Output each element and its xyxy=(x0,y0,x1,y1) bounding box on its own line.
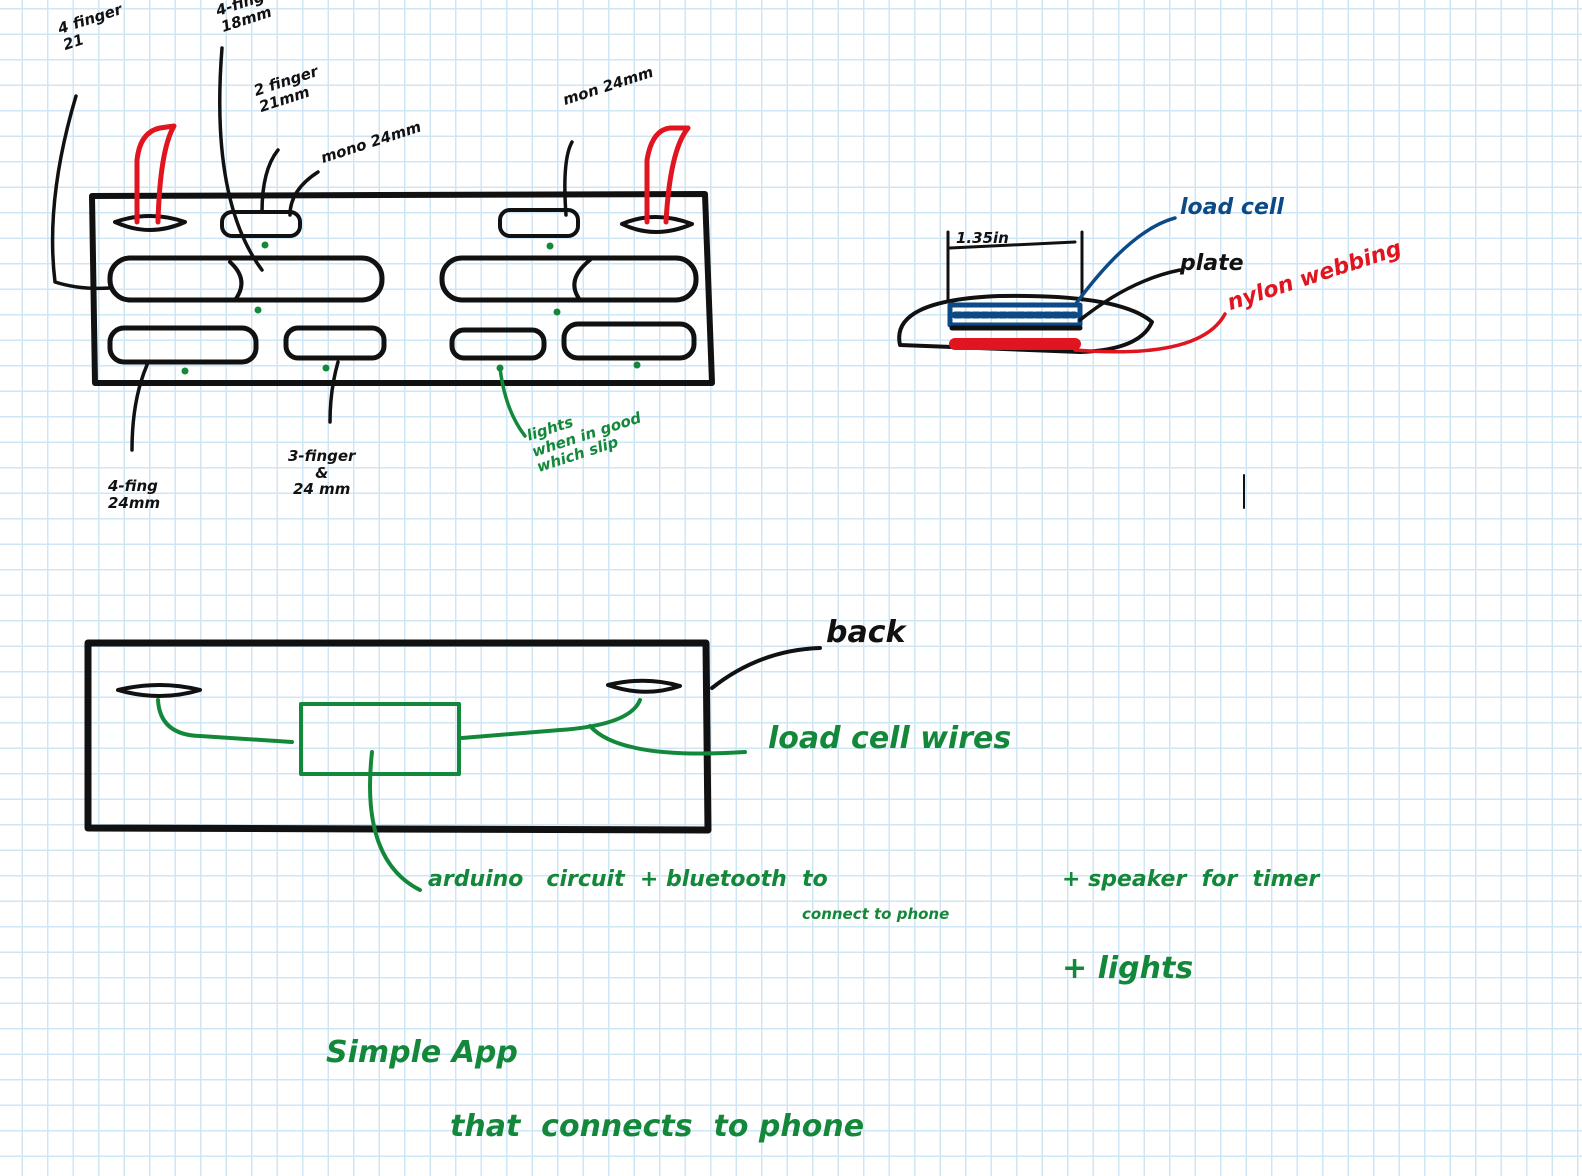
label-load-cell-wires: load cell wires xyxy=(768,721,1012,756)
back-hangboard xyxy=(84,639,822,892)
label-four-finger-24: 4-fing 24mm xyxy=(108,477,161,512)
label-lights-back: + lights xyxy=(1062,951,1194,986)
label-connect-phone: connect to phone xyxy=(802,905,950,923)
jug-left xyxy=(113,214,187,232)
front-hangboard xyxy=(50,46,715,452)
mono-pocket-right xyxy=(498,208,580,238)
front-board-outline xyxy=(89,191,715,386)
pocket-top-right xyxy=(439,255,699,303)
pocket-top-left xyxy=(107,255,385,303)
app-note-line1: Simple App xyxy=(326,1035,518,1070)
side-view xyxy=(897,216,1227,354)
label-back: back xyxy=(826,615,906,650)
label-arduino: arduino circuit + bluetooth to xyxy=(428,867,828,892)
pocket-bottom-2 xyxy=(283,325,387,361)
led-dots xyxy=(181,241,641,375)
label-load-cell: load cell xyxy=(1180,195,1284,220)
pocket-bottom-3 xyxy=(449,327,547,361)
pocket-bottom-4 xyxy=(561,321,697,361)
label-width: 1.35in xyxy=(956,229,1009,247)
label-plate: plate xyxy=(1180,251,1244,276)
label-three-finger: 3-finger & 24 mm xyxy=(288,447,356,498)
webbing-straps xyxy=(134,123,691,225)
app-note-line2: that connects to phone xyxy=(450,1109,865,1144)
label-speaker: + speaker for timer xyxy=(1062,867,1320,892)
pocket-bottom-1 xyxy=(107,325,259,365)
jug-right xyxy=(620,215,694,234)
